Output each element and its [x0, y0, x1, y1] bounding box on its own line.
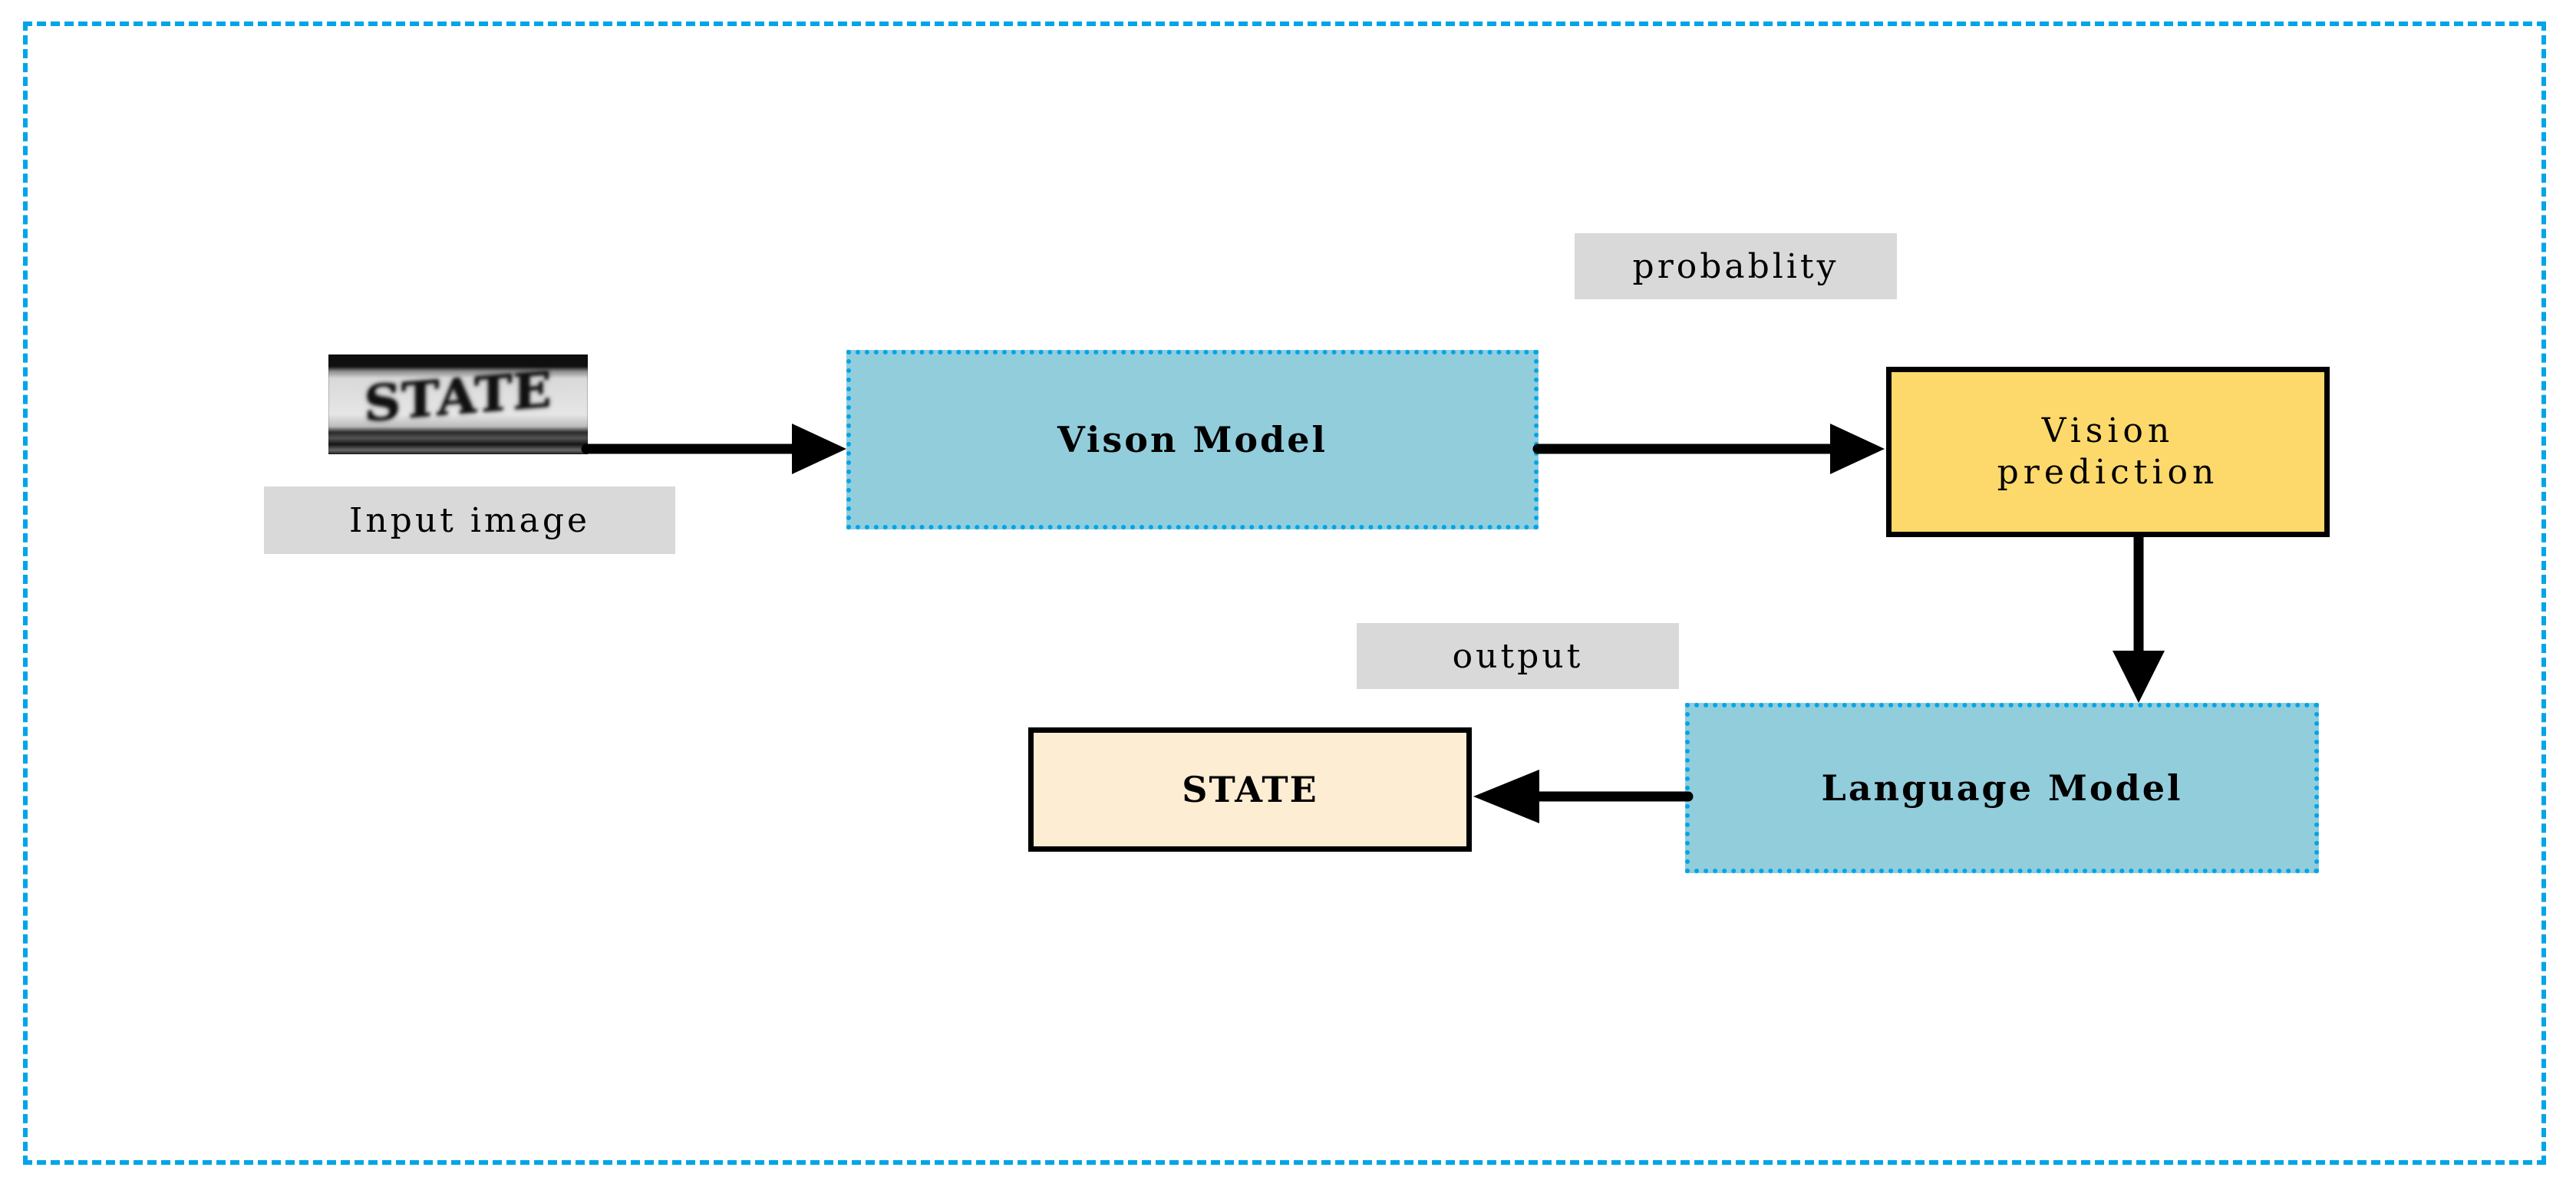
arrow-language-model-to-output-state: [1472, 762, 1694, 831]
label-probability: probablity: [1575, 233, 1897, 299]
node-language-model[interactable]: Language Model: [1685, 703, 2319, 873]
node-vision-model[interactable]: Vison Model: [846, 350, 1539, 529]
outer-dashed-frame: [23, 21, 2546, 1165]
plate-background: [328, 354, 588, 454]
label-input-image: Input image: [264, 486, 675, 554]
arrow-input-image-to-vision-model: [581, 414, 849, 483]
input-image-thumbnail: STATE: [328, 354, 588, 454]
label-output: output: [1357, 623, 1679, 689]
node-output-state[interactable]: STATE: [1028, 727, 1472, 852]
arrow-vision-prediction-to-language-model: [2104, 532, 2173, 706]
arrow-vision-model-to-vision-prediction: [1532, 414, 1888, 483]
node-vision-prediction[interactable]: Vision prediction: [1886, 367, 2330, 537]
